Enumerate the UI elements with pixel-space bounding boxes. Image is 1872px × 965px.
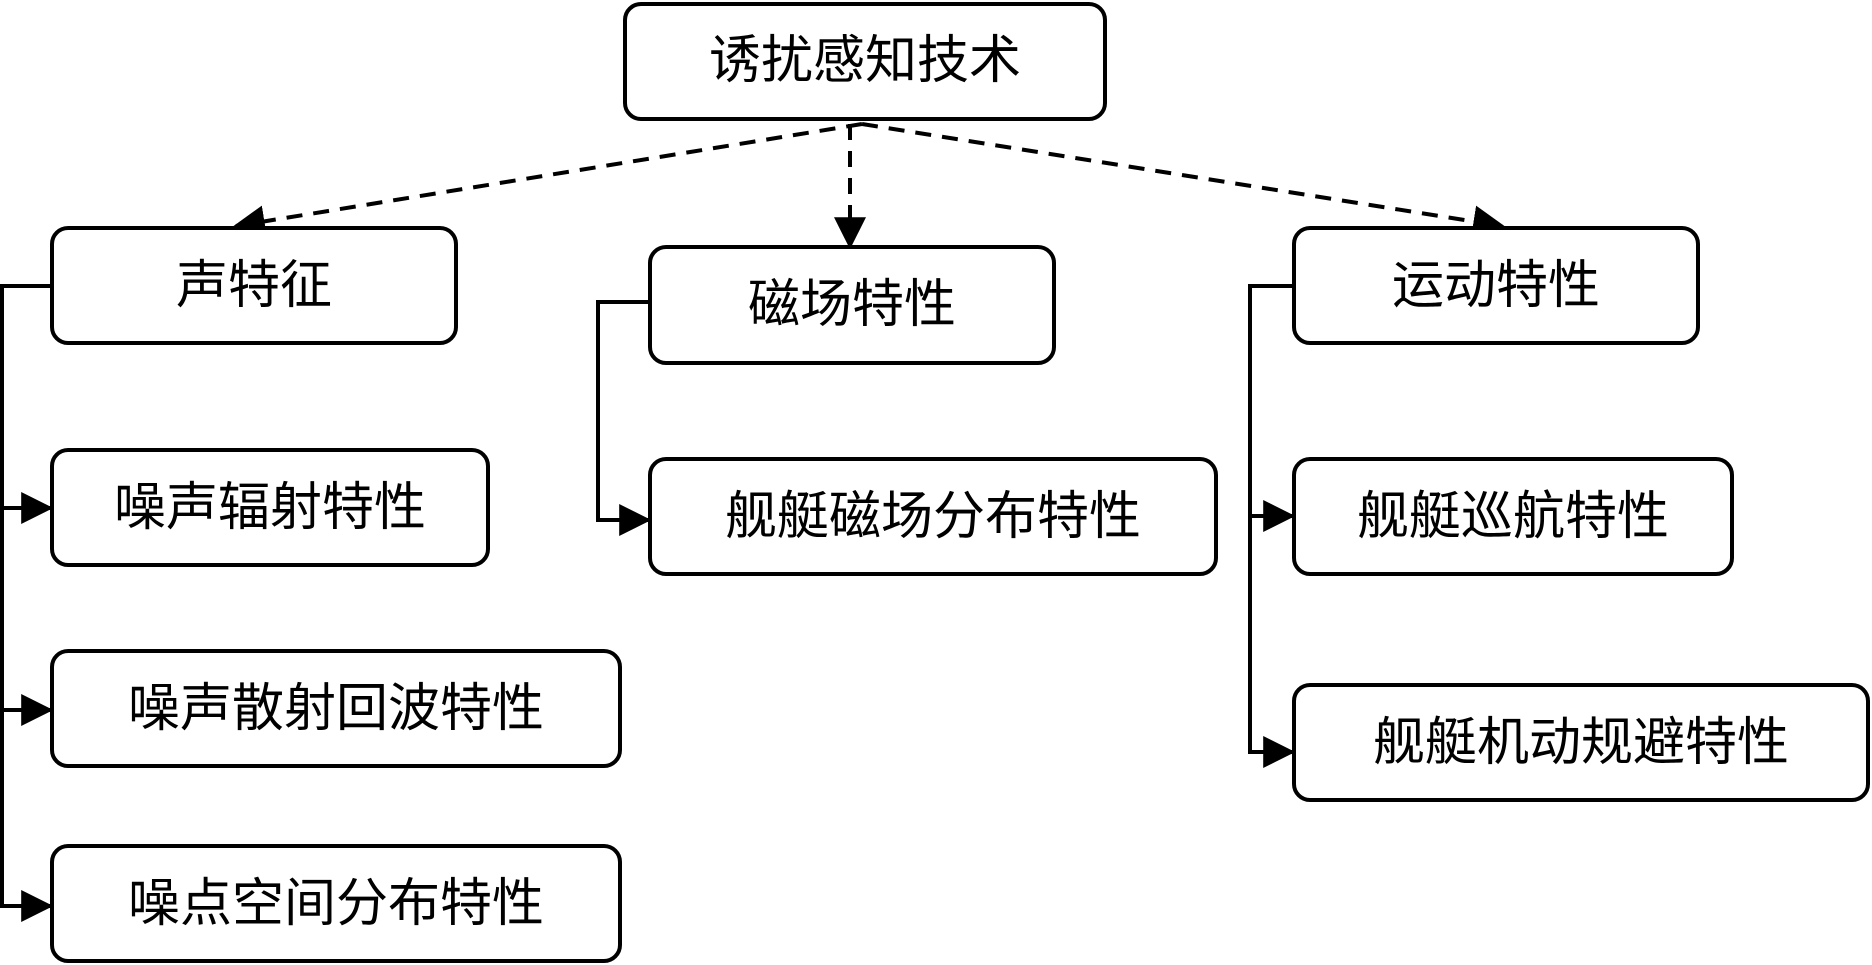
- category-node-box: [1292, 226, 1700, 345]
- link-motion-spine: [1248, 284, 1294, 754]
- leaf-node-motion-1: 舰艇巡航特性: [1292, 457, 1734, 576]
- category-node-magnetic: 磁场特性: [648, 245, 1056, 365]
- leaf-node-box: [50, 649, 622, 768]
- root-node-label: 诱扰感知技术: [709, 31, 1021, 91]
- link-root-to-motion: [861, 122, 1506, 238]
- root-node-box: [623, 2, 1107, 121]
- category-node-box: [648, 245, 1056, 365]
- leaf-node-motion-2: 舰艇机动规避特性: [1292, 683, 1870, 802]
- link-magnetic-child-1: [596, 300, 652, 536]
- link-acoustic-spine: [0, 284, 52, 908]
- leaf-node-acoustic-1: 噪声辐射特性: [50, 448, 490, 567]
- leaf-node-label: 噪声辐射特性: [114, 478, 426, 538]
- leaf-node-box: [50, 448, 490, 567]
- leaf-node-label: 舰艇巡航特性: [1357, 487, 1669, 547]
- category-to-child-links: [0, 284, 1296, 922]
- category-node-acoustic: 声特征: [50, 226, 458, 345]
- leaf-node-label: 噪声散射回波特性: [128, 679, 544, 739]
- category-node-label: 磁场特性: [748, 275, 956, 335]
- leaf-node-acoustic-2: 噪声散射回波特性: [50, 649, 622, 768]
- leaf-node-box: [1292, 683, 1870, 802]
- category-node-label: 运动特性: [1392, 256, 1600, 316]
- leaf-node-box: [1292, 457, 1734, 576]
- category-node-motion: 运动特性: [1292, 226, 1700, 345]
- leaf-node-box: [50, 844, 622, 963]
- root-to-category-links: [232, 122, 1506, 250]
- leaf-node-label: 舰艇机动规避特性: [1373, 713, 1789, 773]
- category-node-box: [50, 226, 458, 345]
- leaf-node-label: 舰艇磁场分布特性: [725, 487, 1141, 547]
- leaf-node-box: [648, 457, 1218, 576]
- link-root-to-acoustic: [232, 122, 863, 238]
- leaf-node-magnetic-1: 舰艇磁场分布特性: [648, 457, 1218, 576]
- leaf-node-label: 噪点空间分布特性: [128, 874, 544, 934]
- leaf-node-acoustic-3: 噪点空间分布特性: [50, 844, 622, 963]
- root-node: 诱扰感知技术: [623, 2, 1107, 121]
- category-node-label: 声特征: [176, 256, 332, 316]
